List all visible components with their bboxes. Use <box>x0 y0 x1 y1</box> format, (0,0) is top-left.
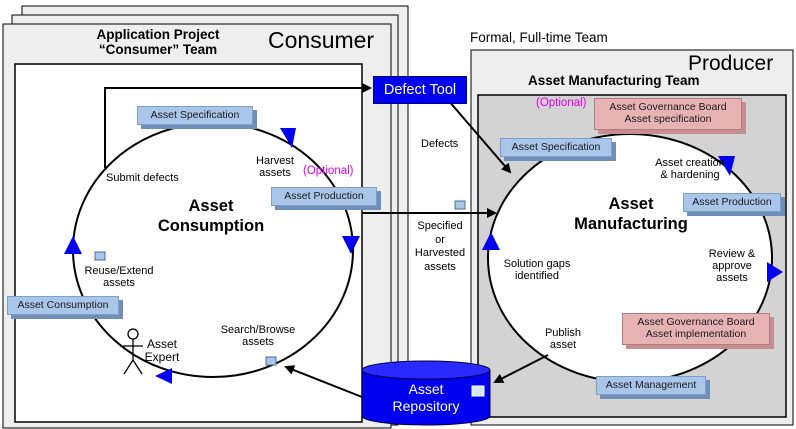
tag-producer-asset-production[interactable]: Asset Production <box>683 193 781 212</box>
asset-icon <box>94 200 466 366</box>
creation-hardening-label: Asset creation & hardening <box>655 157 725 182</box>
reuse-extend-label: Reuse/Extend assets <box>84 265 154 290</box>
tag-asset-management[interactable]: Asset Management <box>596 376 706 395</box>
browse-arrow <box>284 365 363 398</box>
asset-repository[interactable] <box>361 360 491 426</box>
defects-label: Defects <box>421 138 459 150</box>
mfg-arrow-left <box>482 232 500 250</box>
defects-arrow <box>447 99 512 174</box>
optional-label: (Optional) <box>303 165 354 177</box>
consumption-cycle-title: Asset Consumption <box>157 197 265 235</box>
tag-asset-consumption[interactable]: Asset Consumption <box>7 296 119 315</box>
harvest-assets-label: Harvest assets <box>256 155 294 180</box>
cycle-arrow-top <box>280 128 296 148</box>
asset-expert-label: Asset Expert <box>144 337 180 365</box>
cycle-arrow-left <box>64 236 82 254</box>
producer-team-label: Asset Manufacturing Team <box>528 73 700 88</box>
asset-repository-label: Asset Repository <box>392 381 460 414</box>
manufacturing-cycle-title: Asset Manufacturing <box>574 195 688 233</box>
consumer-team-label: Application Project “Consumer” Team <box>96 27 220 57</box>
producer-title: Producer <box>688 52 774 75</box>
solution-gaps-label: Solution gaps identified <box>503 258 571 283</box>
submit-defects-label: Submit defects <box>106 172 179 184</box>
mfg-arrow-top <box>718 156 735 176</box>
producer-header: Formal, Full-time Team <box>470 30 608 45</box>
asset-expert-icon <box>123 328 143 375</box>
specified-assets-label: Specified or Harvested assets <box>414 220 466 273</box>
tag-producer-asset-specification[interactable]: Asset Specification <box>500 138 612 157</box>
defect-tool-box[interactable]: Defect Tool <box>373 76 467 104</box>
cycle-arrow-right <box>342 236 360 254</box>
mfg-arrow-right <box>767 262 783 282</box>
tag-governance-spec[interactable]: Asset Governance Board Asset specificati… <box>594 98 742 130</box>
tag-asset-production[interactable]: Asset Production <box>271 187 377 206</box>
producer-optional-label: (Optional) <box>536 97 587 109</box>
publish-asset-label: Publish asset <box>544 327 582 352</box>
consumer-title: Consumer <box>268 27 375 53</box>
cycle-arrow-bottom <box>155 368 172 384</box>
publish-arrow <box>493 354 549 383</box>
tag-asset-specification[interactable]: Asset Specification <box>137 106 253 125</box>
submit-defects-arrow <box>104 83 372 168</box>
tag-governance-implementation[interactable]: Asset Governance Board Asset implementat… <box>622 313 770 345</box>
search-browse-label: Search/Browse assets <box>220 324 296 349</box>
review-approve-label: Review & approve assets <box>708 248 756 285</box>
